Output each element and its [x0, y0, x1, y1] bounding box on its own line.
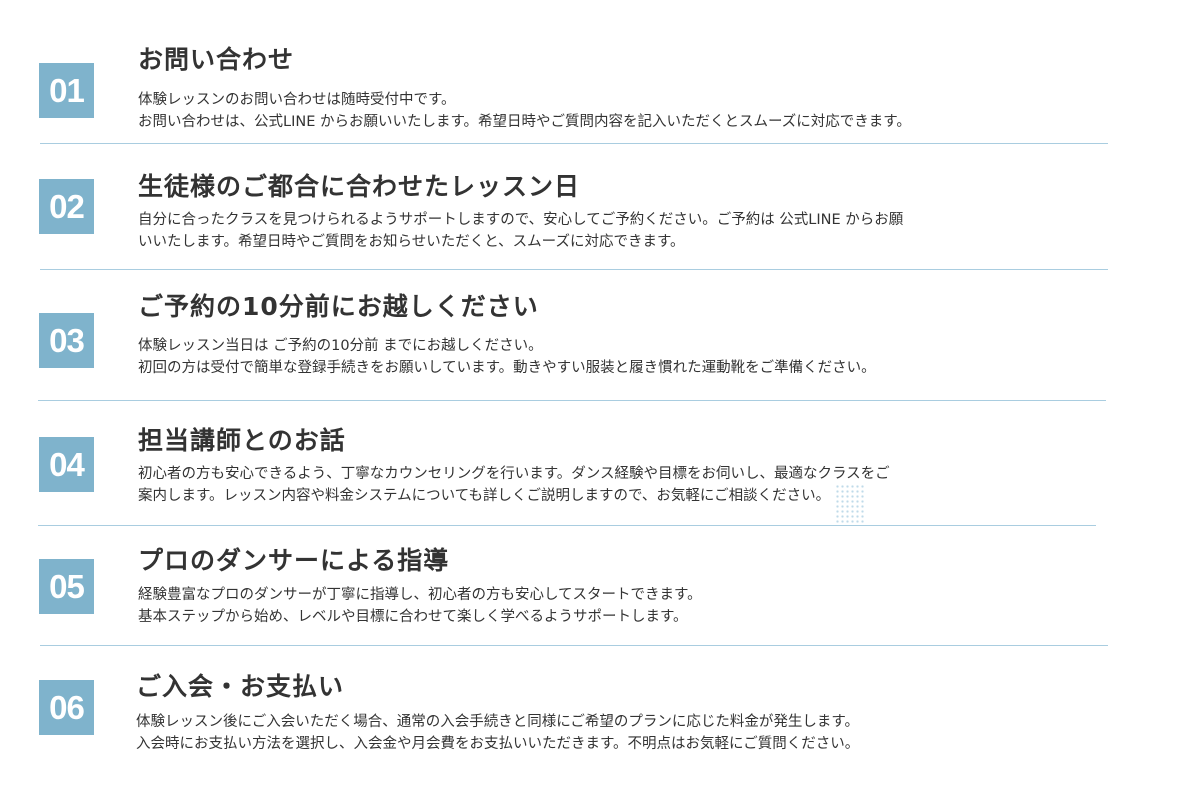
step-description-line: 自分に合ったクラスを見つけられるようサポートしますので、安心してご予約ください。…	[138, 212, 904, 228]
divider	[40, 269, 1108, 270]
step-description-line: 入会時にお支払い方法を選択し、入会金や月会費をお支払いいただきます。不明点はお気…	[136, 736, 860, 752]
step-description-line: 体験レッスンのお問い合わせは随時受付中です。	[138, 92, 456, 108]
step-number-badge: 05	[39, 559, 94, 614]
step-number-badge: 01	[39, 63, 94, 118]
divider	[38, 400, 1106, 401]
step-description-line: 基本ステップから始め、レベルや目標に合わせて楽しく学べるようサポートします。	[138, 609, 688, 625]
step-title: ご予約の10分前にお越しください	[138, 292, 539, 321]
step-title: プロのダンサーによる指導	[138, 546, 450, 575]
step-description: 体験レッスン当日は ご予約の10分前 までにお越しください。 初回の方は受付で簡…	[138, 335, 1103, 379]
step-description-line: いいたします。希望日時やご質問をお知らせいただくと、スムーズに対応できます。	[138, 234, 685, 250]
step-description: 体験レッスンのお問い合わせは随時受付中です。 お問い合わせは、公式LINE から…	[138, 89, 1103, 133]
divider	[40, 645, 1108, 646]
step-number-badge: 03	[39, 313, 94, 368]
step-number-badge: 04	[39, 437, 94, 492]
step-description-line: 体験レッスン当日は ご予約の10分前 までにお越しください。	[138, 338, 543, 354]
step-title: ご入会・お支払い	[136, 672, 345, 701]
step-number-badge: 06	[39, 680, 94, 735]
step-description-line: 初心者の方も安心できるよう、丁寧なカウンセリングを行います。ダンス経験や目標をお…	[138, 466, 890, 482]
step-description-line: お問い合わせは、公式LINE からお願いいたします。希望日時やご質問内容を記入い…	[138, 114, 911, 130]
step-description-line: 体験レッスン後にご入会いただく場合、通常の入会手続きと同様にご希望のプランに応じ…	[136, 714, 859, 730]
step-title: お問い合わせ	[138, 45, 295, 74]
step-description: 自分に合ったクラスを見つけられるようサポートしますので、安心してご予約ください。…	[138, 209, 1103, 253]
step-description: 経験豊富なプロのダンサーが丁寧に指導し、初心者の方も安心してスタートできます。 …	[138, 584, 1103, 628]
divider	[40, 143, 1108, 144]
decorative-dot-pattern	[835, 484, 865, 524]
step-description-line: 案内します。レッスン内容や料金システムについても詳しくご説明しますので、お気軽に…	[138, 488, 831, 504]
step-description: 体験レッスン後にご入会いただく場合、通常の入会手続きと同様にご希望のプランに応じ…	[136, 711, 1101, 755]
step-description-line: 経験豊富なプロのダンサーが丁寧に指導し、初心者の方も安心してスタートできます。	[138, 587, 702, 603]
divider	[38, 525, 1096, 526]
step-title: 担当講師とのお話	[138, 426, 346, 455]
step-title: 生徒様のご都合に合わせたレッスン日	[138, 172, 581, 201]
step-description-line: 初回の方は受付で簡単な登録手続きをお願いしています。動きやすい服装と履き慣れた運…	[138, 360, 876, 376]
step-description: 初心者の方も安心できるよう、丁寧なカウンセリングを行います。ダンス経験や目標をお…	[138, 463, 1103, 507]
step-number-badge: 02	[39, 179, 94, 234]
